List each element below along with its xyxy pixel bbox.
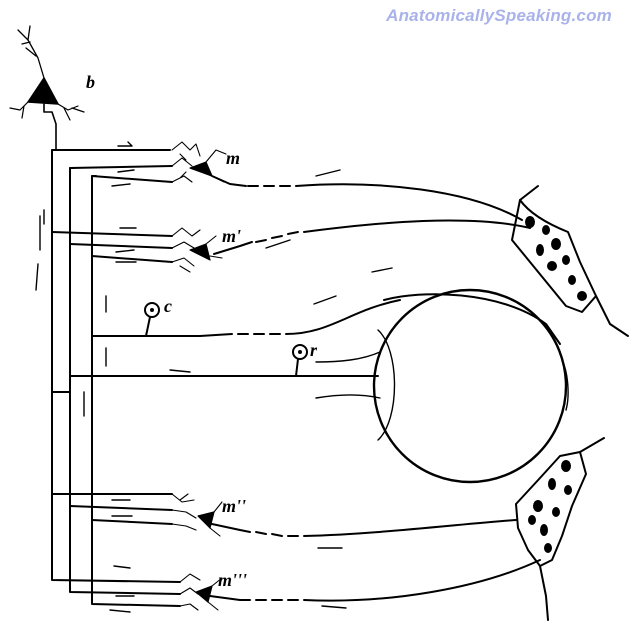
branches-to-m xyxy=(51,149,173,183)
branches-to-m1 xyxy=(51,231,173,263)
eyeball xyxy=(372,288,569,484)
neuron-b xyxy=(9,25,85,151)
neuron-r xyxy=(189,344,381,399)
neuron-c xyxy=(144,299,401,337)
label-m: m xyxy=(226,148,241,168)
axon-trunk xyxy=(51,149,181,607)
upper-muscle xyxy=(511,185,629,337)
direction-arrows xyxy=(35,141,393,613)
label-m1: m' xyxy=(222,226,242,246)
branches-to-c-r xyxy=(51,335,297,393)
label-m2: m'' xyxy=(222,496,247,516)
label-b: b xyxy=(86,72,95,92)
neuron-m1 xyxy=(171,219,531,273)
label-r: r xyxy=(310,340,318,360)
watermark-text: AnatomicallySpeaking.com xyxy=(386,6,612,25)
branches-to-m2 xyxy=(51,493,173,525)
label-m3: m''' xyxy=(218,570,248,590)
neuron-m xyxy=(171,141,523,221)
lower-muscle xyxy=(515,437,605,621)
label-c: c xyxy=(164,296,172,316)
neuron-m3 xyxy=(179,559,541,611)
neuron-m2 xyxy=(171,493,517,537)
